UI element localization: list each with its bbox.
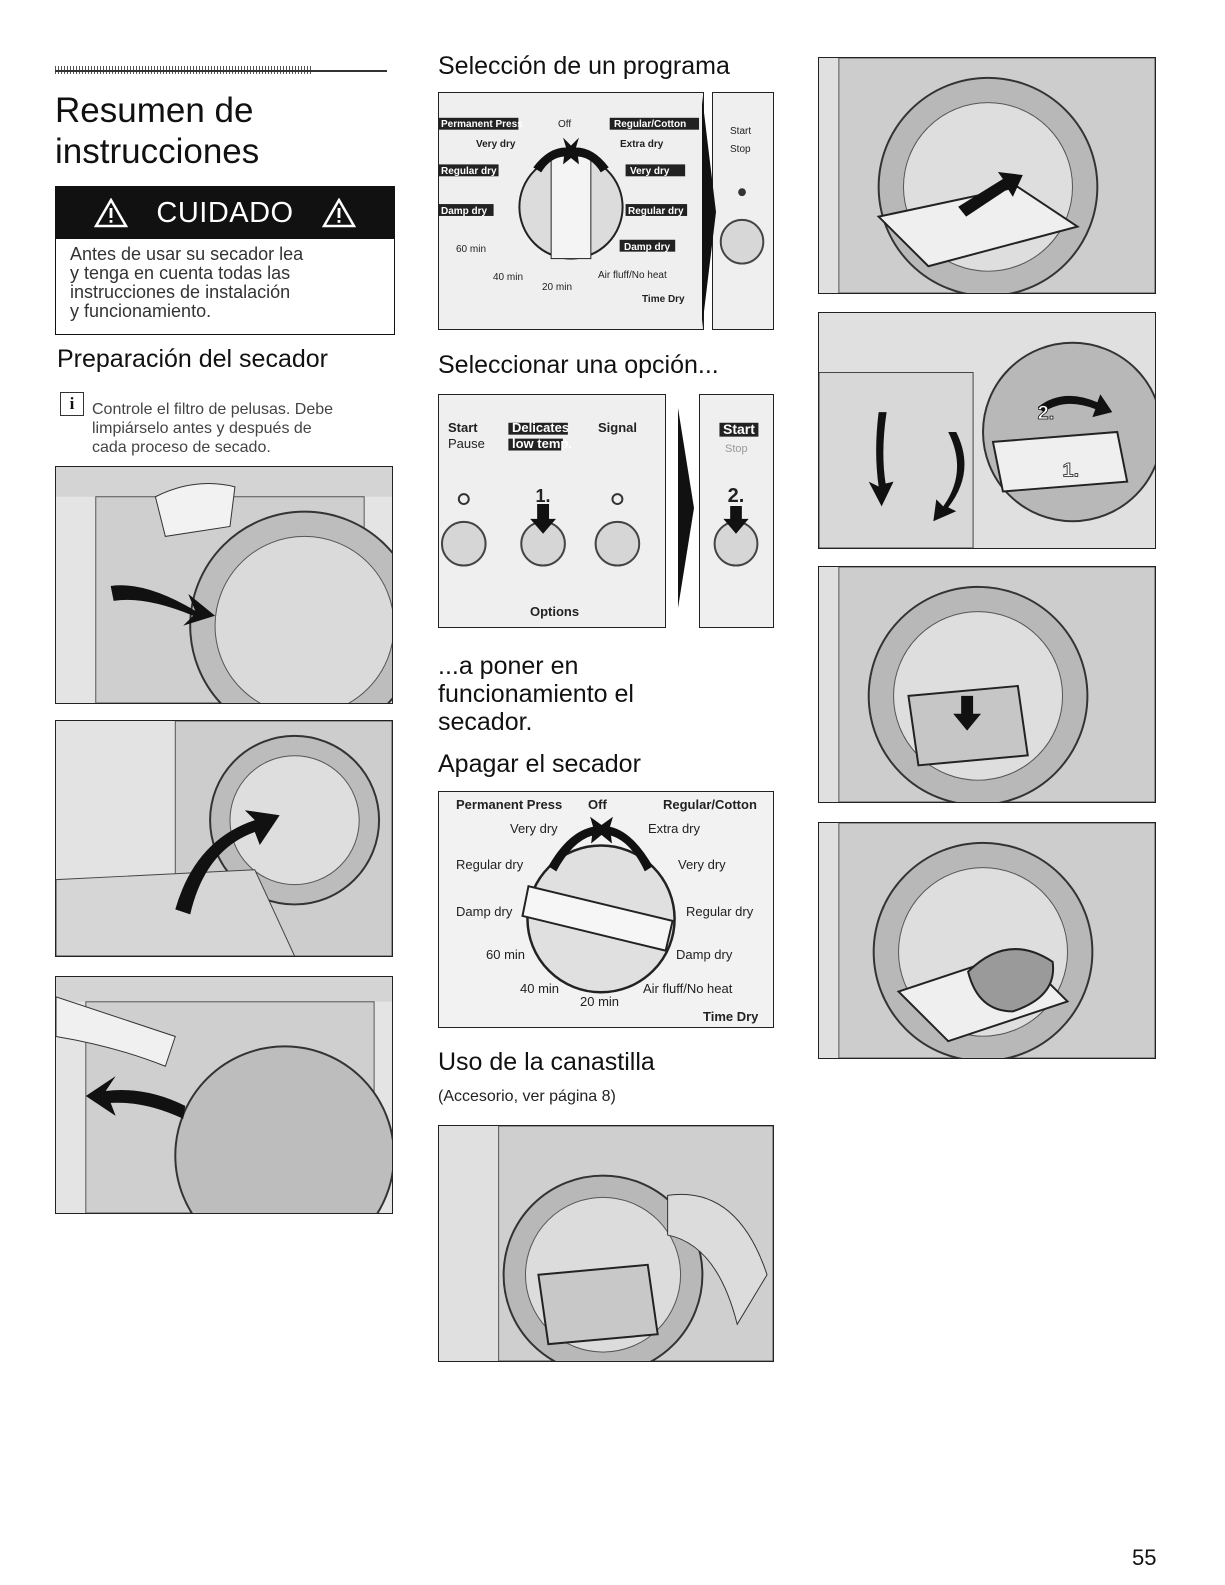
unload-laundry-illustration [55,720,393,957]
dial-label-very-dry: Very dry [476,139,516,150]
label-delicates: Delicates [512,420,569,435]
page-title: Resumen de instrucciones [55,90,395,172]
warning-icon [321,198,356,228]
start-panel [699,394,774,628]
arrow-right-icon [702,96,716,328]
dial-label-regular-cotton: Regular/Cotton [663,797,757,812]
info-line: cada proceso de secado. [92,439,271,456]
basket-illustration [438,1125,774,1362]
caution-header: CUIDADO [56,187,394,239]
label-signal: Signal [598,420,637,435]
label-start: Start [723,421,755,437]
insert-rack-illustration [818,57,1156,294]
header-rule [55,70,387,72]
dial-label-damp-dry: Damp dry [456,904,513,919]
step-2-label: 2. [1038,402,1055,424]
start-line: secador. [438,708,533,736]
warning-icon [94,198,129,228]
caution-line: instrucciones de instalación [70,282,291,302]
dial-label-damp-dry-right: Damp dry [676,947,733,962]
load-rack-illustration [818,566,1156,803]
program-dial-panel [438,92,704,330]
dial-label-40-min: 40 min [520,981,559,996]
step-1-label: 1. [1063,460,1080,482]
dial-label-permanent-press: Permanent Press [456,797,562,812]
info-icon: i [60,392,84,416]
dial-label-regular-dry: Regular dry [456,857,524,872]
caution-box: CUIDADO Antes de usar su secador lea y t… [55,186,395,335]
start-button-panel [712,92,774,330]
step-1-label: 1. [535,486,550,506]
dial-label-damp-dry-right: Damp dry [624,242,671,253]
off-title: Apagar el secador [438,750,641,778]
program-title: Selección de un programa [438,52,730,80]
label-stop: Stop [725,443,748,455]
caution-label: CUIDADO [156,196,294,229]
label-stop: Stop [730,144,751,155]
dial-label-air-fluff: Air fluff/No heat [598,270,667,281]
caution-text: Antes de usar su secador lea y tenga en … [56,239,394,321]
title-line-1: Resumen de [55,91,254,130]
dial-label-regular-dry-right: Regular dry [686,904,754,919]
label-start: Start [448,420,478,435]
dial-label-permanent-press: Permanent Press [441,119,523,130]
caution-line: Antes de usar su secador lea [70,244,304,264]
dial-label-air-fluff: Air fluff/No heat [643,981,733,996]
dial-label-20-min: 20 min [580,994,619,1009]
close-door-illustration [55,976,393,1214]
basket-title: Uso de la canastilla [438,1048,655,1076]
caution-line: y tenga en cuenta todas las [70,263,291,283]
option-title: Seleccionar una opción... [438,351,719,379]
start-line: ...a poner en [438,652,579,680]
label-options: Options [530,604,579,619]
dial-label-time-dry: Time Dry [703,1009,759,1024]
page-number: 55 [1132,1545,1157,1570]
dial-label-extra-dry: Extra dry [648,821,701,836]
dial-label-regular-cotton: Regular/Cotton [614,119,686,130]
dial-label-off: Off [588,797,607,812]
dial-label-60-min: 60 min [456,244,486,255]
start-line: funcionamiento el [438,680,634,708]
rack-with-shoe-illustration [818,822,1156,1059]
info-text: Controle el filtro de pelusas. Debe limp… [92,400,392,457]
dial-label-regular-dry: Regular dry [441,166,497,177]
prep-title: Preparación del secador [57,345,328,373]
dial-label-regular-dry-right: Regular dry [628,206,684,217]
dial-label-off: Off [558,119,571,130]
options-panel [438,394,666,628]
label-pause: Pause [448,436,485,451]
label-start: Start [730,126,751,137]
dial-label-60-min: 60 min [486,947,525,962]
place-rack-illustration: 2. 1. [818,312,1156,549]
caution-line: y funcionamiento. [70,301,212,321]
info-line: limpiárselo antes y después de [92,420,312,437]
label-low-temp: low temp. [512,436,572,451]
dial-label-very-dry-right: Very dry [678,857,726,872]
info-line: Controle el filtro de pelusas. Debe [92,401,334,418]
off-dial-panel [438,791,774,1028]
dial-label-40-min: 40 min [493,272,523,283]
dial-label-extra-dry: Extra dry [620,139,664,150]
basket-note: (Accesorio, ver página 8) [438,1088,616,1105]
dial-label-damp-dry: Damp dry [441,206,488,217]
step-2-label: 2. [728,485,745,507]
dial-label-very-dry: Very dry [510,821,558,836]
dial-label-20-min: 20 min [542,282,572,293]
dial-label-time-dry: Time Dry [642,294,685,305]
open-door-illustration [55,466,393,704]
start-text: ...a poner en funcionamiento el secador. [438,652,634,736]
title-line-2: instrucciones [55,132,260,171]
arrow-right-icon [678,408,694,608]
dial-label-very-dry-right: Very dry [630,166,670,177]
